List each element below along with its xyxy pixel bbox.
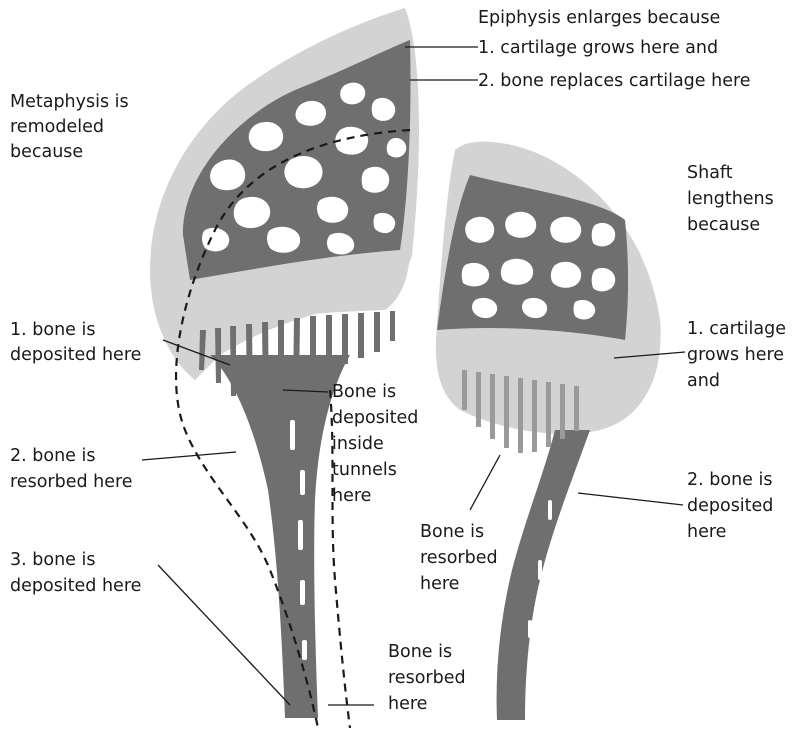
leader-meta-2 [142,452,236,460]
label-shaft-1-b: grows here [687,345,784,365]
label-tunnels-4: tunnels [332,460,397,480]
label-tunnels-1: Bone is [332,382,396,402]
label-shaft-title-2: lengthens [687,189,774,209]
left-shaft [210,355,350,718]
leader-shaft-2 [578,493,683,505]
label-resorbed-bottom-3: here [388,694,427,714]
label-shaft-resorbed-2: resorbed [420,548,498,568]
label-epiphysis-1: 1. cartilage grows here and [478,38,718,58]
label-resorbed-bottom-1: Bone is [388,642,452,662]
label-tunnels-2: deposited [332,408,418,428]
label-shaft-title-3: because [687,215,760,235]
right-shaft [497,430,590,720]
label-meta-3-b: deposited here [10,576,141,596]
label-shaft-2-b: deposited [687,496,773,516]
label-shaft-resorbed-1: Bone is [420,522,484,542]
right-bone [436,142,661,720]
label-shaft-resorbed-3: here [420,574,459,594]
label-metaphysis-title-1: Metaphysis is [10,92,129,112]
left-bone [150,8,419,728]
label-shaft-1-c: and [687,371,720,391]
label-metaphysis-title-2: remodeled [10,117,104,137]
label-shaft-2-a: 2. bone is [687,470,772,490]
label-epiphysis-title: Epiphysis enlarges because [478,8,720,28]
label-resorbed-bottom-2: resorbed [388,668,466,688]
label-shaft-title-1: Shaft [687,163,733,183]
label-meta-1-a: 1. bone is [10,320,95,340]
label-epiphysis-2: 2. bone replaces cartilage here [478,71,751,91]
label-meta-3-a: 3. bone is [10,550,95,570]
label-metaphysis-title-3: because [10,142,83,162]
label-tunnels-3: inside [332,434,384,454]
leader-meta-3 [158,565,290,705]
label-meta-2-b: resorbed here [10,472,133,492]
leader-shaft-resorbed [470,455,500,510]
label-meta-2-a: 2. bone is [10,446,95,466]
label-shaft-1-a: 1. cartilage [687,319,786,339]
label-meta-1-b: deposited here [10,345,141,365]
label-shaft-2-c: here [687,522,726,542]
label-tunnels-5: here [332,486,371,506]
